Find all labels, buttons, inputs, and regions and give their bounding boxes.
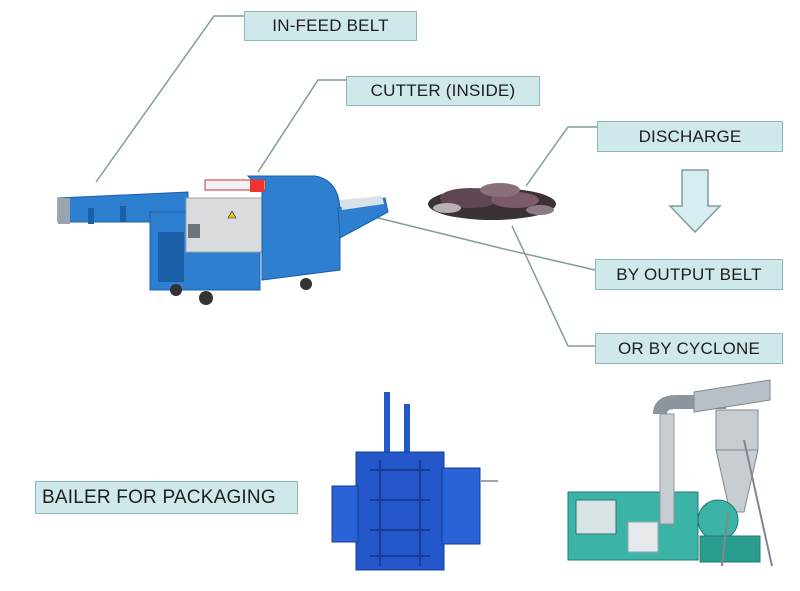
discharge-leader-line	[525, 126, 597, 187]
cyclone-system-image	[567, 379, 773, 567]
infeed-belt-label: IN-FEED BELT	[244, 11, 417, 41]
output-belt-label: BY OUTPUT BELT	[595, 259, 783, 290]
bailer-image	[331, 392, 498, 571]
bailer-label: BAILER FOR PACKAGING	[35, 481, 298, 514]
cyclone-label: OR BY CYCLONE	[595, 333, 783, 364]
cutter-leader-line	[257, 79, 346, 173]
down-arrow-icon	[668, 169, 722, 234]
discharge-label: DISCHARGE	[597, 121, 783, 152]
cutter-label: CUTTER (INSIDE)	[346, 76, 540, 106]
cyclone-leader-line	[511, 225, 595, 347]
infeed-leader-line	[95, 15, 244, 183]
output-belt-leader-line	[357, 212, 596, 271]
discharge-material-image	[428, 183, 556, 220]
cutting-machine-image	[57, 175, 389, 305]
